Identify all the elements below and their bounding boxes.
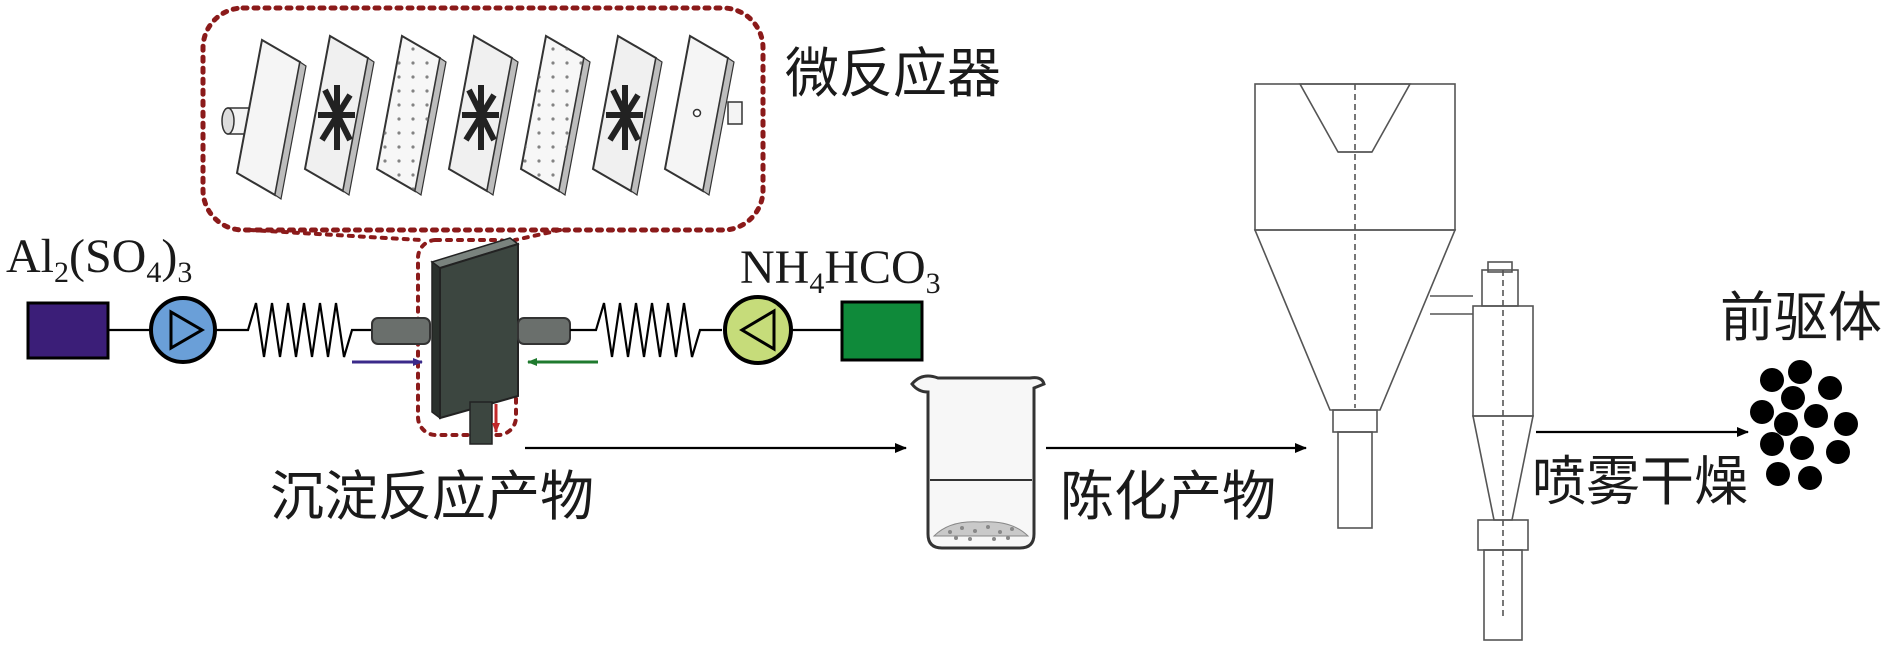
outlet-tube-icon (727, 101, 743, 125)
beaker-icon (910, 374, 1046, 550)
plate-5-dotted-icon (519, 34, 591, 197)
plate-6-channel-icon (591, 34, 663, 197)
plate-1-icon (235, 38, 307, 201)
plate-4-channel-icon (447, 34, 519, 197)
precipitation-product-label: 沉淀反应产物 (270, 465, 594, 528)
left-feed-line: Al2(SO4)3 (6, 230, 431, 366)
left-connector-tube (371, 317, 431, 345)
nh4hco3-label: NH4HCO3 (740, 241, 941, 300)
left-coil-icon (215, 302, 372, 358)
callout-connector-left (248, 228, 422, 242)
plate-2-channel-icon (303, 34, 375, 197)
al2so43-tank (26, 301, 110, 360)
right-pump-icon (723, 295, 793, 365)
spray-dryer-icon (1253, 83, 1534, 641)
nh4hco3-tank (840, 300, 924, 362)
right-connector-tube (517, 317, 571, 345)
aged-product-label: 陈化产物 (1060, 465, 1276, 528)
right-feed-line: NH4HCO3 (517, 241, 941, 366)
plate-3-dotted-icon (375, 34, 447, 197)
precursor-particles-icon (1750, 360, 1858, 490)
left-pump-icon (149, 296, 217, 364)
right-coil-icon (570, 302, 722, 358)
microreactor-callout-frame (200, 5, 766, 233)
precursor-label: 前驱体 (1720, 286, 1882, 349)
spray-drying-label: 喷雾干燥 (1532, 450, 1748, 513)
microreactor-callout: 微反应器 (200, 5, 1001, 242)
al2so43-label: Al2(SO4)3 (6, 230, 192, 289)
microreactor-label: 微反应器 (785, 42, 1001, 105)
callout-connector-right (513, 228, 562, 242)
plate-7-end-icon (663, 34, 735, 197)
microreactor-block (430, 237, 520, 445)
